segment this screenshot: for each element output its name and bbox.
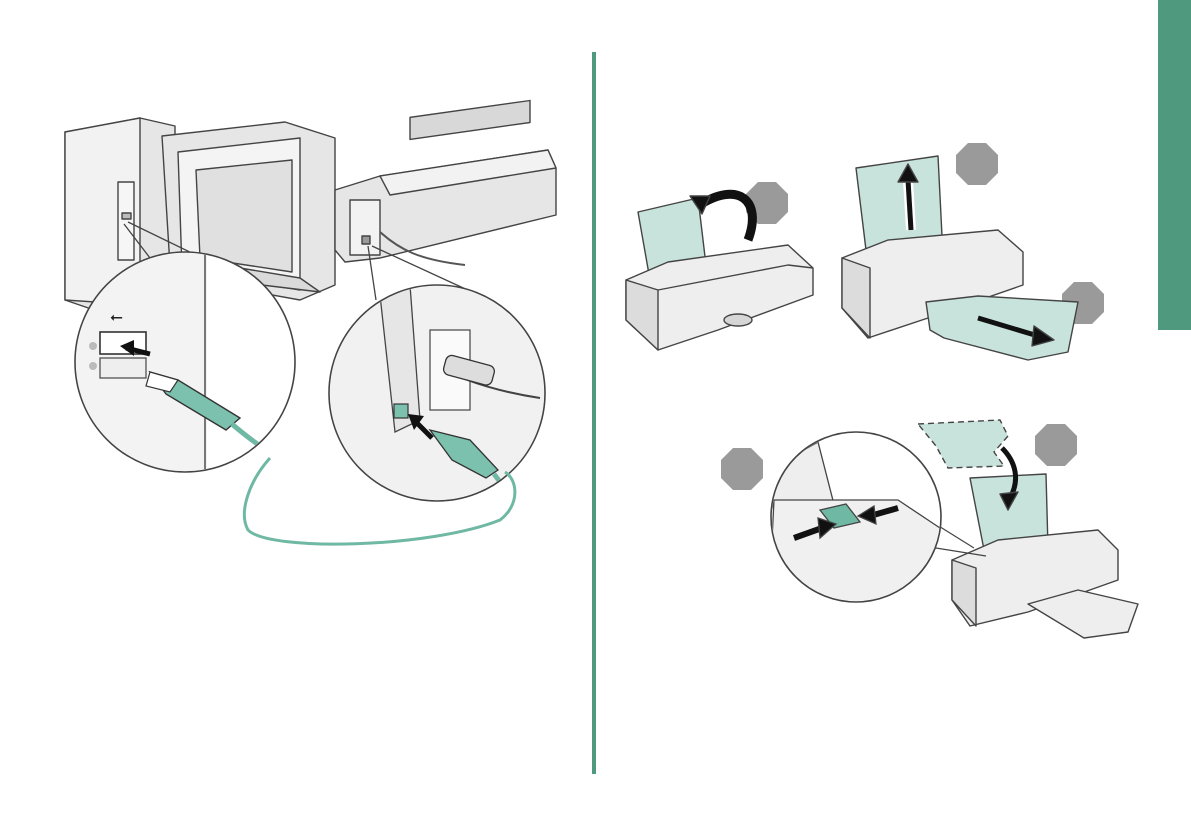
usb-connection-drawing: ⭠ [0,0,590,839]
usb-connection-illustration: ⭠ [0,0,590,839]
paper-loading-illustration [598,0,1158,839]
printer-port-panel [350,200,380,255]
chapter-side-tab [1158,0,1191,330]
printer-usb-port [362,236,370,244]
usb-symbol-icon: ⭠ [110,307,123,326]
printer-usb-port-zoom [394,404,408,418]
paper-sheet-dashed [918,420,1008,468]
step-marker-4 [721,448,763,490]
step-marker-5 [1035,424,1077,466]
section-divider [592,52,596,774]
printer-step-2 [842,156,1078,360]
paper-loading-drawing [598,0,1158,839]
tower-usb-port [122,213,131,219]
printer-step-1 [626,194,813,350]
step-marker-2 [956,143,998,185]
tower-front-panel [118,182,134,260]
